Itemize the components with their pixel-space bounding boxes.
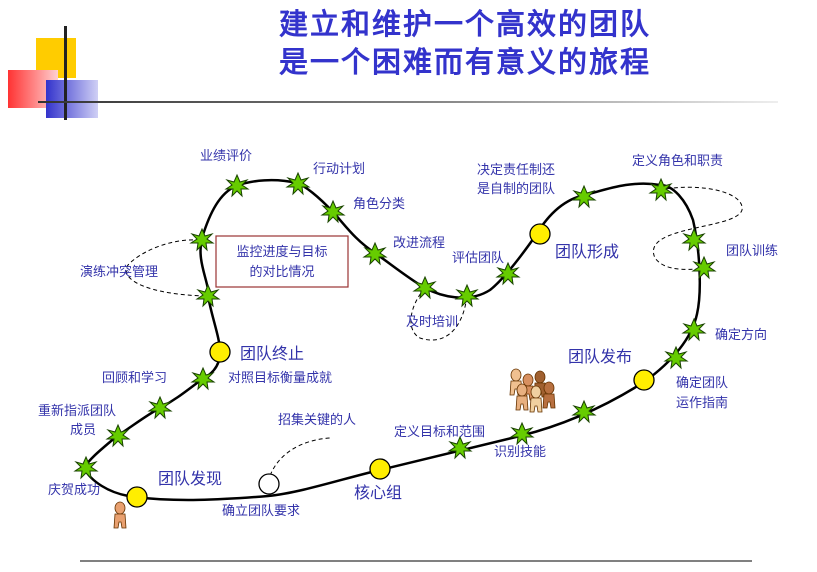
label-termination: 团队终止 [240, 344, 304, 363]
label-formation: 团队形成 [555, 242, 619, 261]
corner-blue-square [46, 80, 98, 118]
label-recruit: 招集关键的人 [278, 412, 356, 428]
step-marker [682, 318, 706, 341]
label-define-roles: 定义角色和职责 [632, 153, 723, 169]
journey-road [82, 178, 702, 502]
label-core: 核心组 [354, 483, 402, 502]
title-line-1: 建立和维护一个高效的团队 [278, 7, 651, 41]
label-action-plan: 行动计划 [313, 162, 365, 177]
milestone-open-dot [258, 473, 280, 495]
dashed-loop-right [652, 186, 743, 270]
label-improve: 改进流程 [393, 236, 445, 251]
label-team-training: 团队训练 [726, 244, 778, 259]
monitor-box-line-2: 的对比情况 [249, 264, 314, 280]
step-marker [682, 228, 706, 251]
dashed-recruit-arc [267, 437, 331, 483]
step-marker [190, 228, 214, 251]
label-appraisal: 业绩评价 [200, 149, 252, 164]
label-requirements: 确立团队要求 [222, 504, 300, 519]
label-timely-train: 及时培训 [406, 314, 458, 330]
step-marker [286, 172, 310, 195]
label-evaluate: 评估团队 [452, 251, 504, 266]
step-marker [649, 178, 673, 201]
label-reassign-2: 成员 [70, 423, 96, 438]
dashed-loop-left [125, 239, 209, 297]
label-celebrate: 庆贺成功 [48, 483, 100, 498]
label-operating-2: 运作指南 [676, 395, 728, 411]
label-direction: 确定方向 [715, 327, 767, 343]
label-identify-skills: 识别技能 [494, 445, 546, 460]
step-marker [413, 276, 437, 299]
label-compare: 对照目标衡量成就 [228, 371, 332, 386]
monitor-box [215, 235, 349, 288]
label-roles: 角色分类 [353, 196, 405, 212]
monitor-box-line-1: 监控进度与目标 [236, 244, 327, 260]
step-marker [692, 256, 716, 279]
label-operating: 确定团队 [676, 376, 728, 391]
dashed-loop-bottom [410, 287, 468, 341]
person-icon [113, 501, 127, 529]
label-goals-scope: 定义目标和范围 [394, 425, 485, 440]
milestone-termination-dot [209, 341, 231, 363]
label-discovery: 团队发现 [158, 469, 222, 488]
milestone-launch-dot [633, 369, 655, 391]
title-line-2: 是一个困难而有意义的旅程 [278, 45, 651, 79]
label-reassign: 重新指派团队 [38, 403, 116, 419]
step-marker [196, 284, 220, 307]
milestone-core-dot [369, 458, 391, 480]
step-marker [74, 456, 98, 479]
corner-vertical-line [64, 26, 67, 120]
step-marker [148, 396, 172, 419]
group-people-icon [509, 368, 556, 413]
label-accountability-2: 是自制的团队 [477, 181, 555, 197]
header-line [38, 101, 778, 103]
label-launch: 团队发布 [568, 347, 632, 366]
milestone-discovery-dot [126, 486, 148, 508]
milestone-formation-dot [529, 223, 551, 245]
label-practice: 演练冲突管理 [80, 264, 158, 280]
step-marker [225, 174, 249, 197]
label-accountability: 决定责任制还 [477, 163, 555, 178]
label-review: 回顾和学习 [102, 370, 167, 386]
step-marker [664, 346, 688, 369]
